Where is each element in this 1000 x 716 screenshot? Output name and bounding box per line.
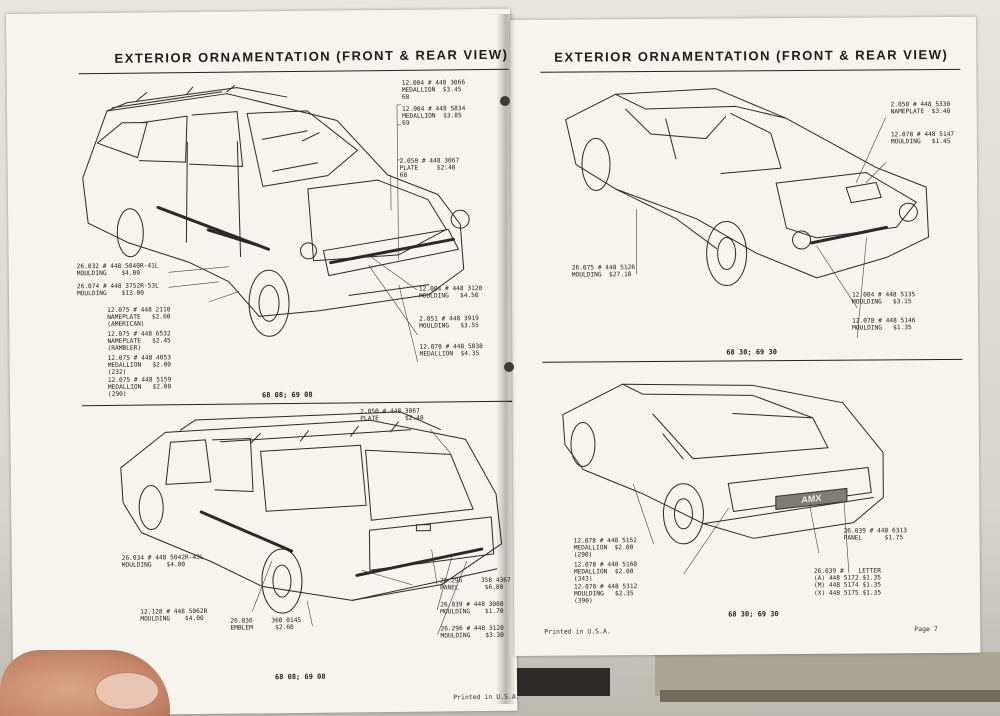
right-top-caption: 68 30; 69 30 [726,348,777,357]
label-nameplate-rambler: 12.075 # 448 6532 NAMEPLATE $2.45 (RAMBL… [107,330,171,353]
label-moulding-3919: 2.051 # 448 3919 MOULDING $3.55 [419,315,479,330]
label-medallion-232: 12.075 # 448 4053 MEDALLION $2.00 (232) [107,354,172,377]
label-moulding-5147: 12.078 # 448 5147 MOULDING $1.45 [890,130,955,146]
label-moulding-5126: 26.075 # 448 5126 MOULDING $27.10 [571,264,636,279]
binding-hole-bottom [504,362,514,372]
label-medallion-5160: 12.078 # 448 5160 MEDALLION $2.00 (343) [573,561,638,583]
left-mid-rule [82,400,513,407]
label-moulding-5146: 12.078 # 448 5146 MOULDING $1.35 [852,317,916,332]
left-page-header: EXTERIOR ORNAMENTATION (FRONT & REAR VIE… [114,46,509,66]
left-header-rule [78,68,509,75]
right-page-footer: Printed in U.S.A. [544,627,611,636]
label-plate-3067: 2.050 # 448 3067 PLATE $2.40 68 [399,157,460,180]
label-medallion-5834: 12.004 # 448 5834 MEDALLION $3.85 69 [401,105,466,128]
wagon-front-illustration [82,85,470,363]
label-medallion-290: 12.075 # 448 5159 MEDALLION $2.00 (290) [107,376,172,399]
right-header-rule [540,68,961,73]
label-moulding-3120-rear: 26.296 # 448 3120 MOULDING $3.30 [440,625,504,640]
label-nameplate-5330: 2.050 # 448 5330 NAMEPLATE $3.40 [890,100,951,116]
book-stack-olive-edge [660,690,1000,702]
book-gutter-shadow [496,14,516,704]
label-panel-6313: 26.039 # 448 6313 PANEL $1.75 [843,527,907,542]
label-medallion-5152: 12.078 # 448 5152 MEDALLION $2.00 (290) [573,537,638,559]
right-page: EXTERIOR ORNAMENTATION (FRONT & REAR VIE… [510,16,981,656]
book-stack-olive [655,652,1000,696]
binding-hole-top [500,96,510,106]
right-page-header: EXTERIOR ORNAMENTATION (FRONT & REAR VIE… [554,46,949,65]
right-mid-rule [542,358,963,363]
label-moulding-3008: 26.039 # 448 3008 MOULDING $1.70 [440,601,504,616]
label-moulding-5062: 12.128 # 448 5062R MOULDING $4.00 [140,607,208,623]
left-bottom-caption: 68 08; 69 08 [274,672,326,682]
wagon-rear-illustration [120,411,503,635]
right-bottom-caption: 68 30; 69 30 [728,610,779,619]
label-moulding-3752: 26.074 # 448 3752R-53L MOULDING $13.00 [76,282,159,298]
label-emblem-0145: 26.036 360 0145 EMBLEM $2.60 [230,616,302,632]
amx-rear-illustration [562,383,884,575]
label-medallion-3066: 12.004 # 448 3066 MEDALLION $3.45 68 [401,79,466,102]
thumbnail [95,672,159,710]
label-moulding-5040: 26.032 # 448 5040R-41L MOULDING $4.00 [76,262,159,278]
label-letter-amx: 26.039 # LETTER (A) 448 5172 $1.35 (M) 4… [813,567,882,597]
label-medallion-5038: 12.078 # 448 5038 MEDALLION $4.35 [419,343,483,358]
amx-front-illustration [565,88,930,338]
label-moulding-5135: 12.004 # 448 5135 MOULDING $3.15 [851,291,916,306]
left-top-caption: 68 08; 69 08 [261,390,313,400]
label-moulding-3120: 12.004 # 448 3120 MOULDING $4.50 [418,285,483,300]
label-moulding-5312: 12.078 # 448 5312 MOULDING $2.35 (390) [573,583,638,605]
label-moulding-5042: 26.034 # 448 5042R-43L MOULDING $4.00 [121,553,204,570]
label-plate-3067-rear: 2.050 # 448 3067 PLATE $2.40 [360,407,424,423]
right-page-label: Page 7 [914,625,938,634]
left-page: EXTERIOR ORNAMENTATION (FRONT & REAR VIE… [6,8,520,716]
label-nameplate-american: 12.075 # 448 2110 NAMEPLATE $2.60 (AMERI… [107,306,171,329]
